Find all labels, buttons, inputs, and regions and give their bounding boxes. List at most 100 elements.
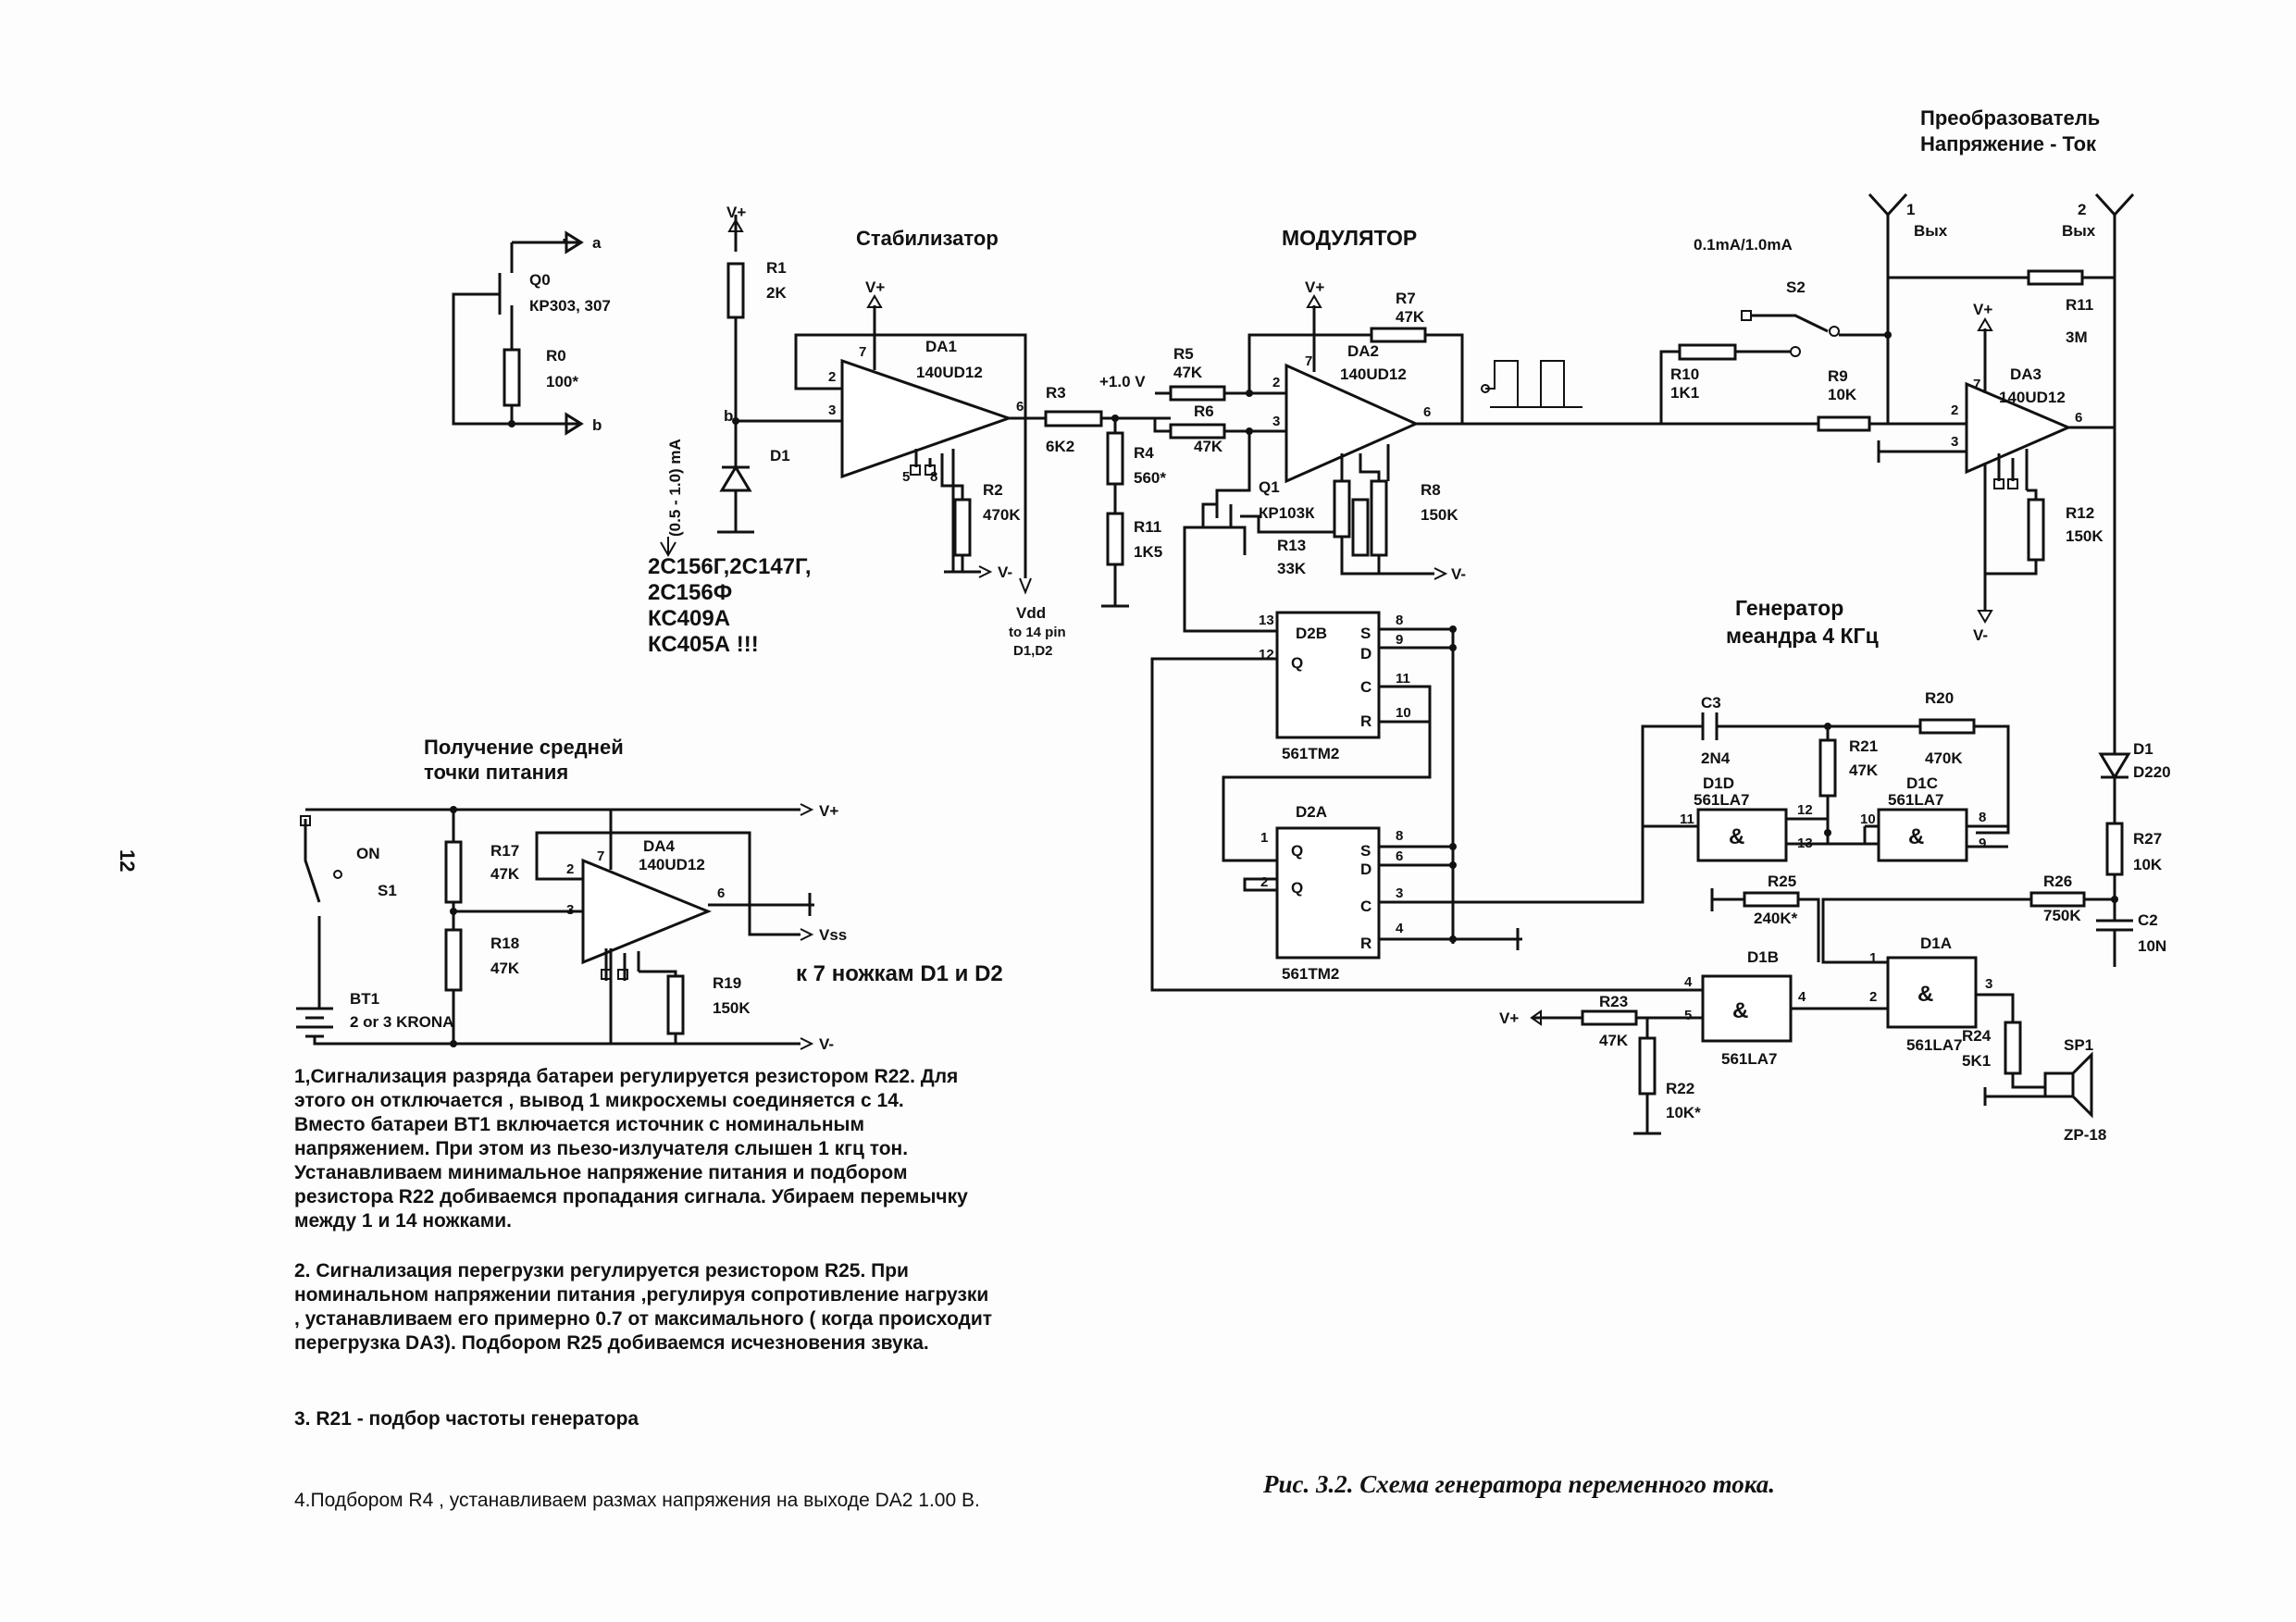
- wire: [2011, 1073, 2045, 1089]
- schematic-label: R3: [1046, 384, 1066, 402]
- stabilizer-da1: V+ DA1 140UD12 2 3 6 7 V- R2 470K 5 8: [736, 279, 1046, 581]
- component-body: [925, 464, 936, 476]
- schematic-label: 2: [1869, 989, 1877, 1005]
- component-body: [1106, 512, 1124, 566]
- schematic-label: 47K: [1849, 761, 1879, 779]
- notes: 1,Сигнализация разряда батареи регулируе…: [294, 1066, 992, 1511]
- component-body: [1275, 611, 1381, 739]
- junction-dot: [333, 870, 342, 879]
- component-body: [2027, 269, 2084, 286]
- schematic-label: SP1: [2064, 1036, 2093, 1054]
- schematic-label: R: [1360, 712, 1371, 730]
- schematic-label: b: [592, 416, 602, 434]
- schematic-label: R4: [1134, 444, 1154, 462]
- component-body: [1169, 423, 1226, 440]
- schematic-label: 140UD12: [916, 364, 983, 381]
- schematic-label: 7: [1305, 353, 1312, 369]
- schematic-label: 2: [1260, 874, 1268, 890]
- schematic-label: S: [1360, 625, 1371, 642]
- schematic-label: 47K: [1194, 438, 1223, 455]
- schematic-label: 11: [1396, 671, 1410, 687]
- schematic-label: 2: [566, 861, 574, 877]
- schematic-label: резистора R22 добиваемся пропадания сигн…: [294, 1186, 968, 1207]
- wire: [717, 490, 754, 534]
- schematic-label: 2С156Г,2С147Г,: [648, 554, 812, 579]
- schematic-label: D1A: [1920, 935, 1952, 952]
- schematic-label: 6: [1396, 848, 1403, 864]
- schematic-label: a: [592, 234, 602, 252]
- component-body: [2004, 1021, 2022, 1075]
- schematic-label: 2N4: [1701, 749, 1731, 767]
- schematic-label: V-: [1451, 565, 1466, 583]
- wire: [840, 358, 1013, 479]
- schematic-label: КС409А: [648, 606, 730, 631]
- schematic-label: Вместо батареи BT1 включается источник с…: [294, 1114, 864, 1135]
- wire: [565, 412, 584, 436]
- schematic-label: Q: [1291, 654, 1303, 672]
- schematic-label: 11: [1680, 811, 1694, 827]
- schematic-label: 2 or 3 KRONA: [350, 1013, 453, 1031]
- schematic-label: 150K: [1421, 506, 1458, 524]
- reference-zener: V+ R1 2K D1 b (0.5 - 1.0) mA 2С156Г,2С14…: [648, 204, 812, 657]
- schematic-label: R7: [1396, 290, 1416, 307]
- wire: [1863, 824, 1879, 846]
- component-body: [1696, 808, 1788, 862]
- schematic-label: D1: [2133, 740, 2153, 758]
- schematic-label: R2: [983, 481, 1003, 499]
- schematic-label: 12: [1259, 647, 1274, 662]
- schematic-label: D1D: [1703, 774, 1734, 792]
- wire: [1977, 317, 1993, 331]
- junction-dot: [450, 1040, 457, 1047]
- wire: [1215, 431, 1251, 504]
- component-body: [1877, 808, 1968, 862]
- schematic-label: 3: [1951, 434, 1958, 450]
- component-body: [1370, 479, 1388, 557]
- component-body: [1741, 310, 1752, 321]
- wire: [1751, 314, 1829, 333]
- wire: [1201, 502, 1233, 529]
- wire: [313, 1036, 800, 1046]
- junction-dot: [1824, 723, 1831, 730]
- component-body: [1370, 327, 1427, 343]
- wire: [639, 970, 677, 1044]
- converter-da3: V+ V- 0.1mA/1.0mA S2 R10 1K1 R9 10K 1 Вы…: [1659, 192, 2135, 644]
- schematic-label: 6K2: [1046, 438, 1074, 455]
- wire: [794, 333, 1027, 418]
- schematic-label: 140UD12: [1999, 389, 2066, 406]
- generator-4khz: & & C3 2N4 R20 470K R21 47K D1D 561LA7 D…: [1641, 689, 2010, 862]
- schematic-label: 2K: [766, 284, 787, 302]
- component-body: [1678, 343, 1737, 361]
- schematic-label: R10: [1670, 365, 1699, 383]
- schematic-label: Вых: [1914, 222, 1948, 240]
- junction-dot: [1790, 346, 1801, 357]
- wire: [1997, 449, 2029, 490]
- schematic-label: 2: [2078, 201, 2086, 218]
- wire: [1240, 514, 1342, 534]
- schematic-label: ZP-18: [2064, 1126, 2106, 1144]
- schematic-label: 1K5: [1134, 543, 1162, 561]
- schematic-label: R27: [2133, 830, 2162, 848]
- wire: [1645, 1016, 1703, 1038]
- schematic-label: 1K1: [1670, 384, 1699, 402]
- wire: [1379, 845, 1453, 867]
- schematic-label: Q0: [529, 271, 551, 289]
- schematic-label: Q: [1291, 842, 1303, 860]
- schematic-label: R0: [546, 347, 566, 365]
- component-body: [300, 815, 311, 826]
- schematic-label: 10K*: [1666, 1104, 1701, 1121]
- wire: [512, 239, 578, 244]
- schematic-label: R18: [490, 935, 519, 952]
- wire: [1019, 577, 1032, 595]
- wire: [1641, 724, 1703, 814]
- wire: [1983, 1087, 2045, 1106]
- wire: [962, 565, 993, 578]
- wire: [1183, 526, 1247, 560]
- wire: [1433, 567, 1448, 580]
- schematic-label: 561LA7: [1906, 1036, 1962, 1054]
- component-body: [1106, 431, 1124, 486]
- junction-dot: [1449, 935, 1457, 943]
- schematic-label: D1B: [1747, 948, 1779, 966]
- schematic-label: 2С156Ф: [648, 580, 732, 605]
- schematic-label: 0.1mA/1.0mA: [1694, 236, 1793, 254]
